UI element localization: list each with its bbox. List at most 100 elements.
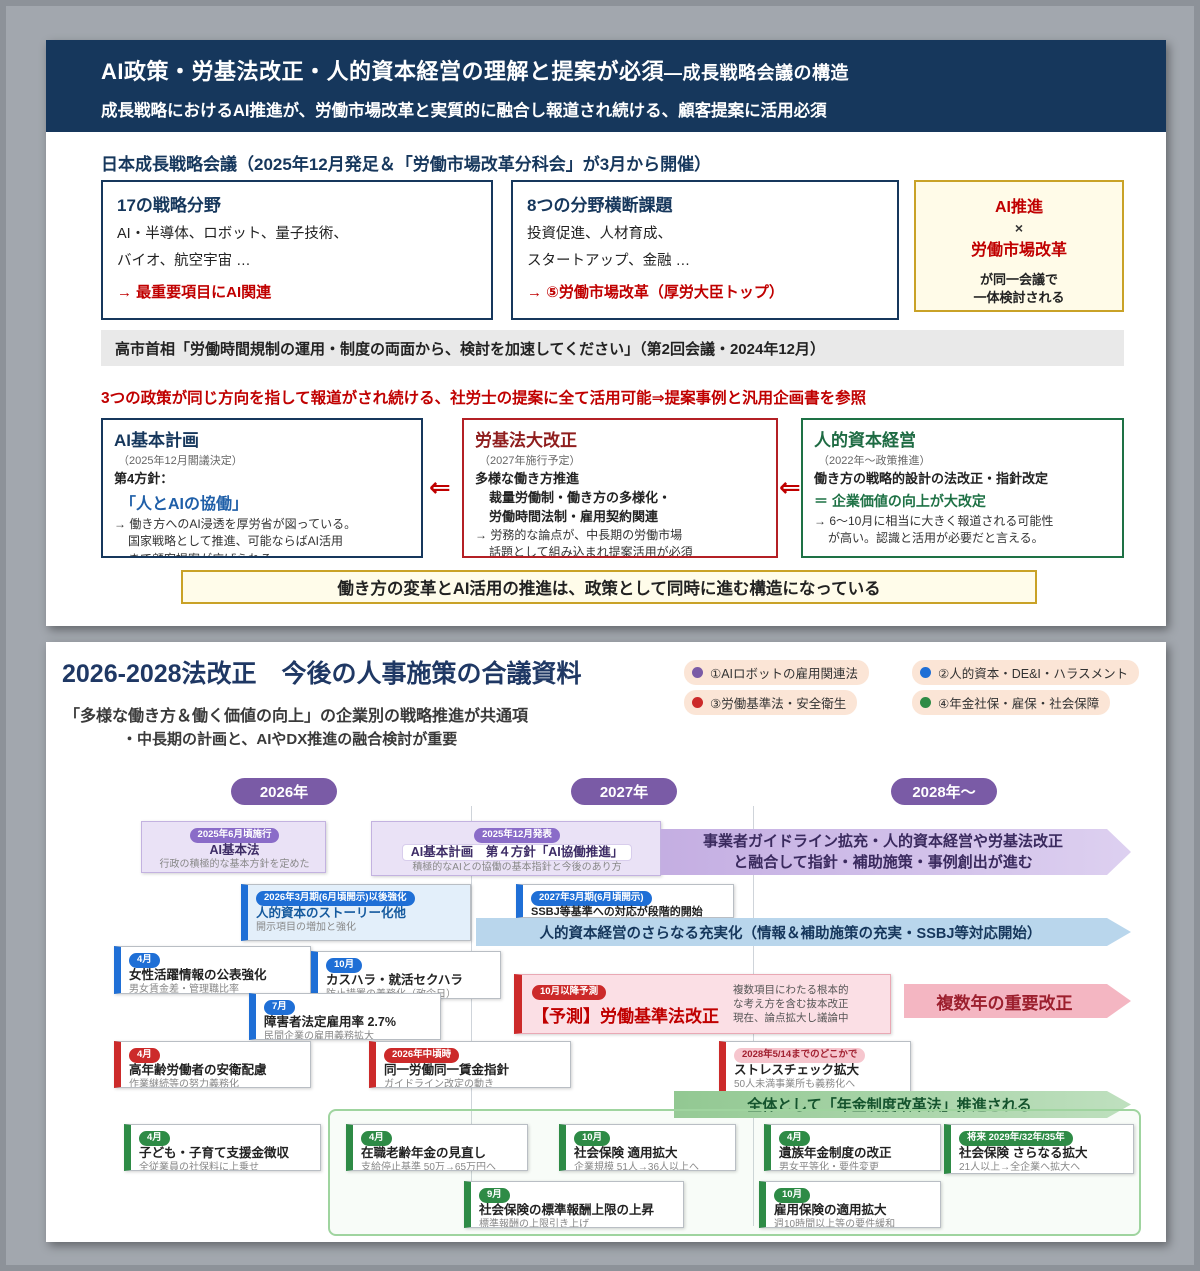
box-line: 裁量労働制・働き方の多様化・ [489,489,672,505]
timeline-item-ai-basic-plan: 2025年12月発表 AI基本計画 第４方針「AI協働推進」 積極的なAIとの協… [371,821,661,876]
ai-x-labor-box: AI推進 × 労働市場改革 が同一会議で 一体検討される [914,180,1124,312]
box-strong-line: ＝ 企業価値の向上が大改定 [814,492,986,509]
item-title: SSBJ等基準への対応が段階的開始 [531,905,703,918]
legend-dot-blue [920,667,931,678]
date-badge: 2025年12月発表 [474,828,560,843]
banner-line: 事業者ガイドライン拡充・人的資本経営や労基法改正 [702,833,1063,850]
box-title: 労基法大改正 [475,431,577,450]
date-badge: 2025年6月頃施行 [189,828,280,843]
item-body: 作業継続等の努力義務化 [129,1079,239,1088]
timeline-item-ai-basic-law: 2025年6月頃施行 AI基本法 行政の積極的な基本方針を定めた [141,821,326,873]
human-capital-box: 人的資本経営 （2022年〜政策推進） 働き方の戦略的設計の法改正・指針改定 ＝… [801,418,1124,558]
date-badge: 2028年5/14までのどこかで [734,1048,866,1063]
note-line: 複数項目にわたる根本的 [733,983,849,996]
timeline-item-stress-check: 2028年5/14までのどこかで ストレスチェック拡大 50人未満事業所も義務化… [719,1041,911,1094]
item-title: 遺族年金制度の改正 [779,1145,892,1160]
legend-item-pension-social: ④年金社保・雇保・社会保障 [912,690,1111,715]
item-title: カスハラ・就活セクハラ [326,972,463,987]
legend-label: ③労働基準法・安全衛生 [710,697,847,711]
top-panel: AI政策・労基法改正・人的資本経営の理解と提案が必須—成長戦略会議の構造 成長戦… [46,40,1166,626]
box-line: が高い。認識と活用が必要だと言える。 [828,531,1044,546]
timeline-item-employment-insurance: 10月 雇用保険の適用拡大 週10時間以上等の要件緩和 [759,1181,941,1228]
legend-item-labor-standards: ③労働基準法・安全衛生 [684,690,858,715]
timeline-item-survivor-pension: 4月 遺族年金制度の改正 男女平等化・要件変更 [764,1124,941,1171]
timeline-item-ssbj: 2027年3月期(6月頃開示) SSBJ等基準への対応が段階的開始 [516,884,734,918]
box-title: 8つの分野横断課題 [527,196,673,215]
subtitle-line-1: 「多様な働き方＆働く価値の向上」の企業別の戦略推進が共通項 [64,708,529,725]
date-badge: 4月 [129,953,160,968]
legend-label: ①AIロボットの雇用関連法 [710,667,859,681]
timeline-item-standard-remuneration-cap: 9月 社会保険の標準報酬上限の上昇 標準報酬の上限引き上げ [464,1181,684,1228]
box-highlight: → ⑤労働市場改革（厚労大臣トップ） [527,284,784,301]
item-title: 子ども・子育て支援金徴収 [139,1145,290,1160]
legend-item-ai-robot-law: ①AIロボットの雇用関連法 [684,660,870,685]
item-body: 週10時間以上等の要件緩和 [774,1219,896,1228]
legend-dot-red [692,697,703,708]
box-line: バイオ、航空宇宙 … [117,253,251,269]
item-body: 男女賃金差・管理職比率 [129,984,239,994]
timeline-item-child-support-levy: 4月 子ども・子育て支援金徴収 全従業員の社保料に上乗せ [124,1124,321,1171]
item-title: 社会保険 さらなる拡大 [959,1145,1088,1160]
left-arrow-icon: ⇐ [429,472,451,502]
legend-item-human-capital: ②人的資本・DE&I・ハラスメント [912,660,1140,685]
box-line: AI・半導体、ロボット、量子技術、 [117,226,348,242]
strategy-fields-box: 17の戦略分野 AI・半導体、ロボット、量子技術、 バイオ、航空宇宙 … → 最… [101,180,493,320]
box-subtitle: （2022年〜政策推進） [818,455,931,467]
prediction-main: 10月以降予測 【予測】労働基準法改正 [532,981,719,1027]
labor-reform-label: 労働市場改革 [970,241,1067,259]
cross-issues-box: 8つの分野横断課題 投資促進、人材育成、 スタートアップ、金融 … → ⑤労働市… [511,180,899,320]
timeline-gridline [471,806,472,1226]
banner-line: 人的資本経営のさらなる充実化（情報＆補助施策の充実・SSBJ等対応開始） [539,925,1042,942]
item-title: AI基本法 [209,842,260,857]
timeline-item-social-insurance-expansion: 10月 社会保険 適用拡大 企業規模 51人→36人以上へ [559,1124,736,1171]
item-title: 【予測】労働基準法改正 [532,1006,719,1026]
top-panel-header: AI政策・労基法改正・人的資本経営の理解と提案が必須—成長戦略会議の構造 成長戦… [46,40,1166,132]
date-badge: 10月 [774,1188,811,1203]
item-title: AI基本計画 第４方針「AI協働推進」 [401,843,633,862]
timeline-item-elderly-safety: 4月 高年齢労働者の安衛配慮 作業継続等の努力義務化 [114,1041,311,1088]
box-title: 人的資本経営 [814,431,916,450]
item-body: 50人未満事業所も義務化へ [734,1079,856,1091]
box-strong-line: 「人とAIの協働」 [120,495,249,513]
box-line: 働き方の戦略的設計の法改正・指針改定 [814,471,1049,486]
item-title: 雇用保険の適用拡大 [774,1202,887,1217]
year-pill-2028: 2028年〜 [891,778,997,805]
box-line: 話題として組み込まれ提案活用が必須 [489,545,693,558]
date-badge: 2027年3月期(6月頃開示) [531,891,652,906]
item-body: 21人以上→全企業へ拡大へ [959,1162,1081,1174]
date-badge: 2026年中頃時 [384,1048,460,1063]
box-line: → 働き方へのAI浸透を厚労省が図っている。 [114,516,357,531]
top-panel-title: AI政策・労基法改正・人的資本経営の理解と提案が必須—成長戦略会議の構造 [101,54,1166,86]
labor-law-reform-box: 労基法大改正 （2027年施行予定） 多様な働き方推進 裁量労働制・働き方の多様… [462,418,778,558]
item-title: 女性活躍情報の公表強化 [129,967,267,982]
timeline-item-disability-rate: 7月 障害者法定雇用率 2.7% 民間企業の雇用義務拡大 [249,993,441,1040]
date-badge: 10月 [326,958,363,973]
item-body: ガイドライン改定の動き [384,1079,494,1088]
council-section-title: 日本成長戦略会議（2025年12月発足＆「労働市場改革分科会」が3月から開催） [101,155,712,174]
date-badge: 4月 [129,1048,160,1063]
box-subtitle: （2027年施行予定） [479,455,581,467]
box-subtitle: （2025年12月閣議決定） [118,455,243,467]
item-body: 開示項目の増加と強化 [256,922,356,934]
item-body: 全従業員の社保料に上乗せ [139,1162,259,1171]
box-line: 国家戦略として推進、可能ならばAI活用 [128,534,343,549]
date-badge: 将来 2029年/32年/35年 [959,1131,1073,1146]
box-line: まで顧客提案が広げられる [114,552,410,556]
box-title: 17の戦略分野 [117,196,221,215]
timeline-item-women-disclosure: 4月 女性活躍情報の公表強化 男女賃金差・管理職比率 [114,946,311,994]
date-badge: 10月 [574,1131,611,1146]
date-badge: 4月 [779,1131,810,1146]
timeline-item-harassment: 10月 カスハラ・就活セクハラ 防止措置の義務化（政令日） [311,951,501,999]
box-line: 投資促進、人材育成、 [527,226,672,242]
item-title: 同一労働同一賃金指針 [384,1062,510,1077]
item-title: 障害者法定雇用率 2.7% [264,1014,396,1029]
timeline-item-hc-story: 2026年3月期(6月頃開示)以後強化 人的資本のストーリー化他 開示項目の増加… [241,884,471,941]
item-body: 民間企業の雇用義務拡大 [264,1031,374,1040]
bottom-panel: 2026-2028法改正 今後の人事施策の合議資料 ①AIロボットの雇用関連法 … [46,642,1166,1242]
item-title: 在職老齢年金の見直し [361,1145,487,1160]
legend-dot-purple [692,667,703,678]
item-body: 男女平等化・要件変更 [779,1162,879,1171]
timeline-item-labor-standards-reform: 10月以降予測 【予測】労働基準法改正 複数項目にわたる根本的 な考え方を含む抜… [514,974,891,1034]
date-badge: 7月 [264,1000,295,1015]
